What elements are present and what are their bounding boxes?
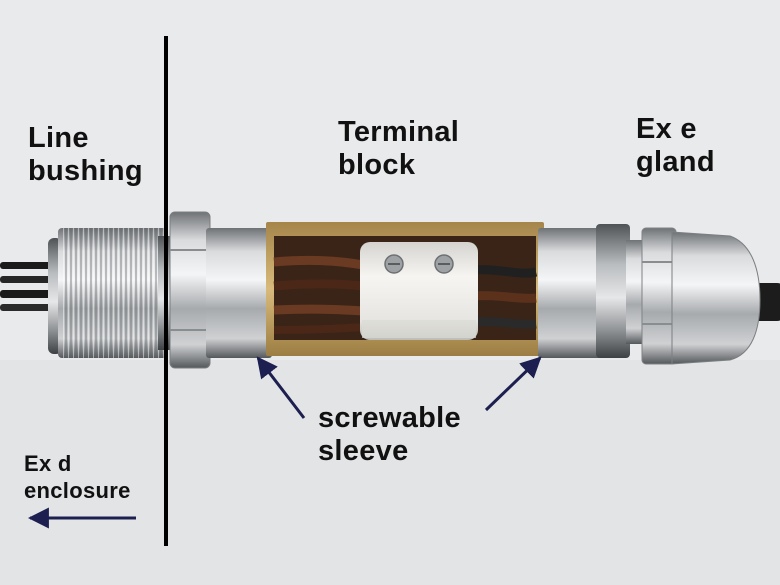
ex-d-enclosure-label: Ex d enclosure [24, 451, 131, 503]
left-sleeve-part [206, 228, 272, 358]
line-bushing-part [48, 228, 176, 358]
screwable-sleeve-label: screwable sleeve [318, 402, 461, 467]
background-shadow [0, 360, 780, 585]
sleeve-arrow-right [484, 356, 542, 412]
terminal-block-label: Terminal block [338, 116, 460, 181]
ex-e-gland-label: Ex e gland [636, 113, 715, 178]
line-bushing-label: Line bushing [28, 122, 143, 187]
right-sleeve-part [538, 228, 602, 358]
hex-nut-part [169, 211, 211, 369]
terminal-block-part [266, 222, 544, 356]
ex-e-gland-part [596, 224, 761, 365]
sleeve-arrow-left [256, 356, 306, 419]
